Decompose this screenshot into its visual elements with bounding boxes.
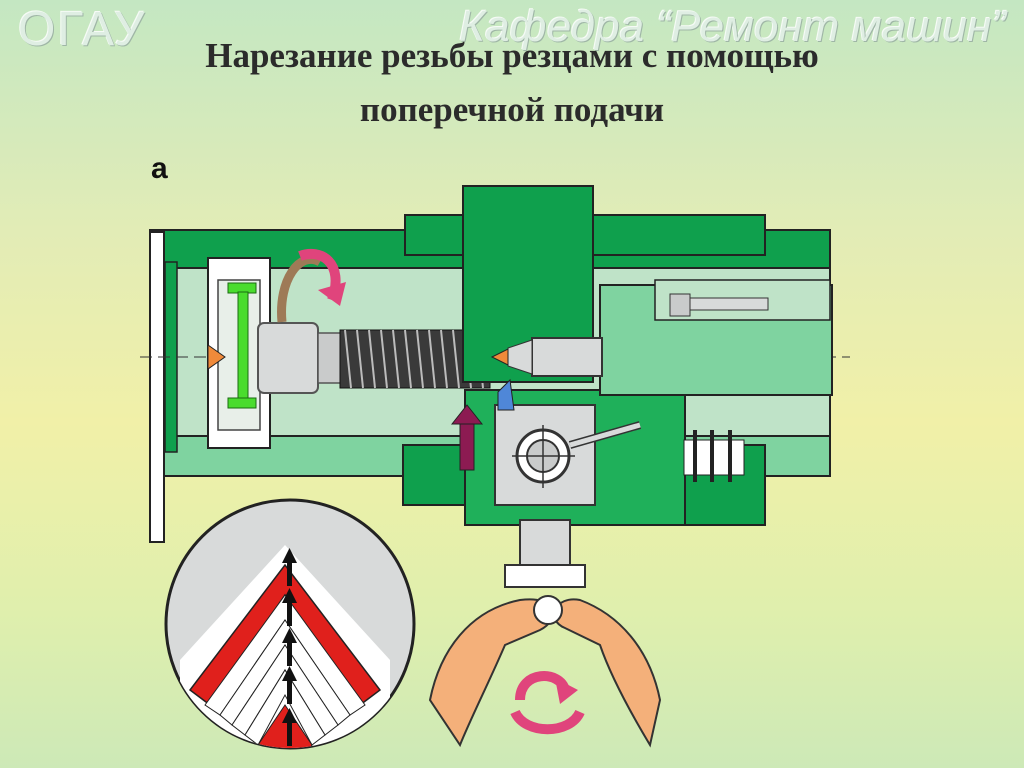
tool-post [494, 378, 642, 506]
handwheel-rotation-icon [510, 671, 585, 735]
watermark-right: Кафедра “Ремонт машин” [459, 2, 1006, 51]
hands [428, 595, 662, 748]
panel-label: а [151, 152, 168, 185]
rotation-arrow-icon [277, 248, 346, 323]
feed-direction-arrows [282, 548, 297, 746]
chuck [207, 257, 271, 449]
watermark-left: ОГАУ [18, 3, 147, 56]
slide-title-line-2: поперечной подачи [359, 90, 665, 129]
feed-arrow-icon [450, 404, 484, 471]
cross-slide-screw [504, 430, 745, 588]
slide-title-line-1: Нарезание резьбы резцами с помощью [205, 36, 819, 75]
tailstock [490, 279, 833, 396]
thread-profile-magnifier [164, 498, 416, 750]
